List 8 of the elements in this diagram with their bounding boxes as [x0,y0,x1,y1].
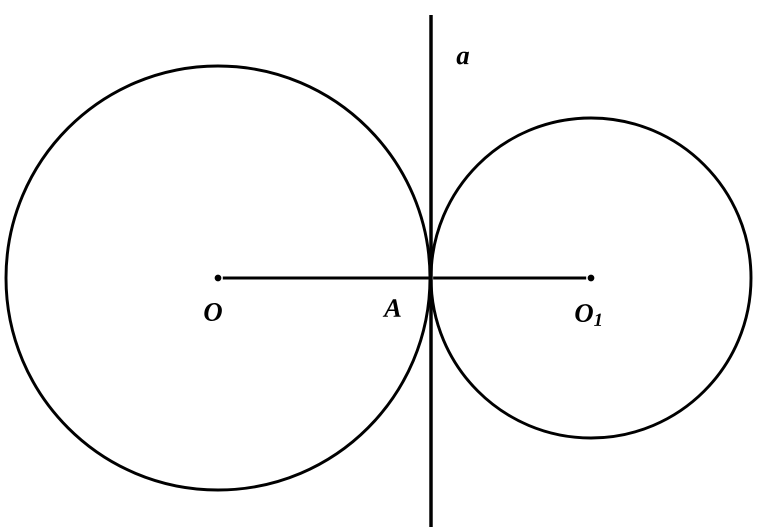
node-label: O$_{1}$ [575,304,602,326]
point: A [382,299,401,317]
segment [433,276,586,280]
line-label: a [456,52,470,64]
node-label: O [204,303,222,321]
point: O$_{1}$ [575,274,602,326]
point: O [204,274,222,321]
segment [222,276,429,280]
